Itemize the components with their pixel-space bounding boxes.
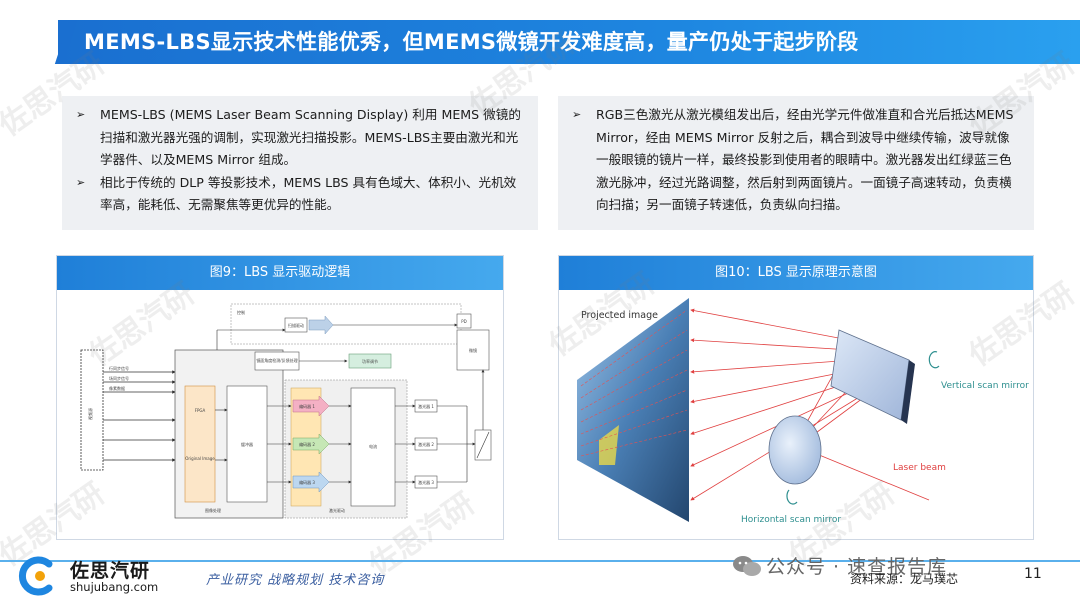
left-bullet-box: ➢ MEMS-LBS (MEMS Laser Beam Scanning Dis… (62, 96, 538, 230)
signal-label: 像素数据 (109, 385, 125, 391)
top-label: 控制 (237, 309, 245, 315)
encoder-label: 编码器 1 (299, 403, 315, 409)
blue-channel-arrow (292, 471, 330, 493)
figure-10-diagram: Projected image (559, 290, 1033, 539)
slogan: 产业研究 战略规划 技术咨询 (206, 573, 385, 588)
laser-beam-label: Laser beam (893, 463, 946, 473)
laser-label: 激光器 3 (418, 479, 434, 485)
encoder-label: 编码器 3 (299, 479, 315, 485)
horizontal-rotation-icon (786, 489, 798, 505)
mirror-box (456, 329, 490, 371)
laser-label: 激光器 1 (418, 403, 434, 409)
logo-text: 佐思汽研 (70, 560, 151, 582)
source-note: 资料来源：龙马璞芯 (850, 572, 959, 586)
top-control-frame (230, 303, 462, 345)
figure-10-caption: 图10：LBS 显示原理示意图 (559, 256, 1033, 290)
slide-title: MEMS-LBS显示技术性能优秀，但MEMS微镜开发难度高，量产仍处于起步阶段 (84, 30, 859, 54)
green-channel-arrow (292, 433, 330, 455)
lbs-drive-logic-diagram: 视频源 行同步信号 场同步信号 像素数据 FPGA Original Image… (80, 303, 492, 519)
bullet-arrow-icon: ➢ (572, 108, 582, 121)
figure-9-caption: 图9：LBS 显示驱动逻辑 (57, 256, 503, 290)
footer-divider (0, 560, 1080, 562)
buffer-block (226, 385, 268, 503)
logo-icon (18, 556, 53, 596)
right-bullet-box: ➢ RGB三色激光从激光模组发出后，经由光学元件做准直和合光后抵达MEMS Mi… (558, 96, 1034, 230)
laser-label: 激光器 2 (418, 441, 434, 447)
power-adjust-box (348, 353, 392, 369)
video-source-label: 视频源 (87, 408, 93, 420)
bullet-arrow-icon: ➢ (76, 108, 86, 121)
bullet-item: ➢ RGB三色激光从激光模组发出后，经由光学元件做准直和合光后抵达MEMS Mi… (570, 104, 1020, 217)
vertical-mirror-label: Vertical scan mirror (941, 381, 1029, 391)
bullet-text: MEMS-LBS (MEMS Laser Beam Scanning Displ… (100, 107, 521, 168)
projected-image (577, 298, 689, 522)
figure-10: 图10：LBS 显示原理示意图 (558, 255, 1034, 540)
bullet-item: ➢ 相比于传统的 DLP 等投影技术，MEMS LBS 具有色域大、体积小、光机… (74, 172, 524, 217)
laser-beams (690, 308, 930, 501)
pd-label: PD (461, 319, 467, 324)
feedback-label: 镜面角度检测/反馈处理 (256, 357, 297, 363)
video-source-box (80, 349, 104, 471)
encoder-label: 编码器 2 (299, 441, 315, 447)
figure-9-diagram: 视频源 行同步信号 场同步信号 像素数据 FPGA Original Image… (57, 290, 503, 539)
signal-label: 行同步信号 (109, 365, 129, 371)
wechat-account-label: 公众号 · 速查报告库 (766, 556, 948, 578)
bottom-label: 激光驱动 (329, 507, 345, 513)
horizontal-mirror-label: Horizontal scan mirror (741, 515, 841, 525)
title-bar (58, 20, 1080, 64)
power-adjust-label: 功率调节 (362, 358, 378, 364)
bullet-item: ➢ MEMS-LBS (MEMS Laser Beam Scanning Dis… (74, 104, 524, 172)
original-image-label: Original Image (185, 456, 215, 461)
signal-label: 场同步信号 (109, 375, 129, 381)
scan-arrow (308, 315, 334, 335)
vertical-rotation-icon (928, 351, 940, 369)
scan-driver-box (284, 317, 308, 333)
fpga-core (184, 385, 216, 503)
fpga-label: FPGA (195, 408, 206, 413)
bullet-arrow-icon: ➢ (76, 175, 86, 189)
vertical-mirror-edge (901, 360, 915, 424)
scan-driver-label: 扫描驱动 (288, 322, 304, 328)
figure-9: 图9：LBS 显示驱动逻辑 视频源 行同步信号 场同步信号 像素数据 FPGA (56, 255, 504, 540)
logo-url: shujubang.com (70, 580, 159, 594)
page-number: 11 (1024, 566, 1042, 582)
vertical-scan-mirror (830, 329, 910, 421)
scan-lines (580, 309, 688, 457)
wechat-icon (733, 556, 761, 576)
current-label: 电流 (369, 443, 377, 449)
current-block (350, 387, 396, 507)
bullet-text: RGB三色激光从激光模组发出后，经由光学元件做准直和合光后抵达MEMS Mirr… (596, 107, 1014, 213)
bullet-text: 相比于传统的 DLP 等投影技术，MEMS LBS 具有色域大、体积小、光机效率… (100, 174, 517, 213)
pd-box (456, 313, 472, 329)
lbs-principle-diagram: Projected image (577, 298, 1029, 525)
bottom-label: 图像处理 (205, 507, 221, 513)
projected-highlight (599, 425, 619, 465)
mirror-label: 微镜 (469, 347, 477, 353)
projected-image-label: Projected image (581, 310, 658, 321)
buffer-label: 缓冲器 (241, 441, 253, 447)
horizontal-scan-mirror (768, 415, 822, 485)
red-channel-arrow (292, 395, 330, 417)
